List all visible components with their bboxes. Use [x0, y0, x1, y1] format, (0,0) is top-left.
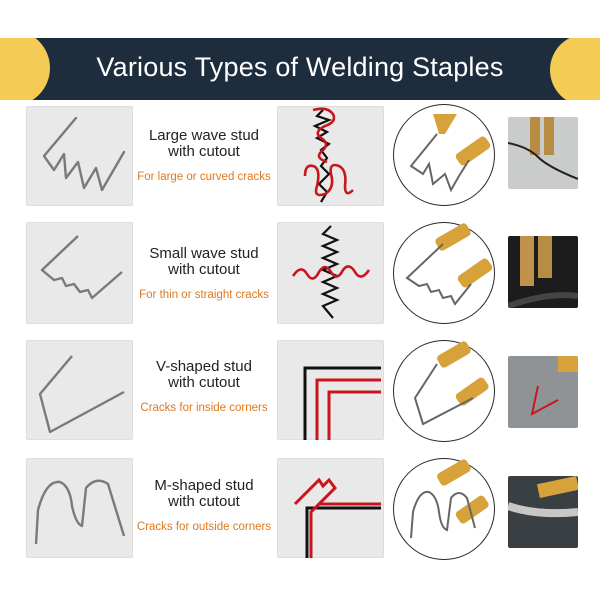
welding-tip-circle-large-wave [393, 104, 495, 206]
staple-use: For large or curved cracks [137, 171, 271, 183]
photo-m-shape [508, 476, 578, 548]
decorative-circle-right [550, 38, 600, 100]
staple-image-small-wave [26, 222, 133, 324]
staple-name: Small wave stud with cutout [149, 245, 259, 278]
staple-image-m-shape [26, 458, 133, 558]
crack-diagram-large-wave [277, 106, 384, 206]
welding-tip-circle-small-wave [393, 222, 495, 324]
staple-use: Cracks for outside corners [136, 521, 272, 533]
row-4-label: M-shaped stud with cutout Cracks for out… [134, 478, 274, 535]
row-2-label: Small wave stud with cutout For thin or … [134, 246, 274, 303]
welding-tip-circle-m-shape [393, 458, 495, 560]
page-title: Various Types of Welding Staples [96, 52, 504, 82]
staple-name: M-shaped stud with cutout [154, 477, 254, 510]
decorative-circle-left [0, 38, 50, 100]
photo-v-shape [508, 356, 578, 428]
staple-name: V-shaped stud with cutout [156, 358, 252, 391]
staple-use: For thin or straight cracks [139, 289, 269, 301]
crack-diagram-small-wave [277, 222, 384, 324]
photo-large-wave [508, 117, 578, 189]
staple-image-v-shape [26, 340, 133, 440]
staple-image-large-wave [26, 106, 133, 206]
photo-small-wave [508, 236, 578, 308]
staple-name: Large wave stud with cutout [148, 127, 260, 160]
row-1-label: Large wave stud with cutout For large or… [134, 128, 274, 185]
crack-diagram-v-shape [277, 340, 384, 440]
crack-diagram-m-shape [277, 458, 384, 558]
title-banner: Various Types of Welding Staples [0, 38, 600, 100]
staple-use: Cracks for inside corners [140, 402, 268, 414]
row-3-label: V-shaped stud with cutout Cracks for ins… [134, 359, 274, 416]
welding-tip-circle-v-shape [393, 340, 495, 442]
